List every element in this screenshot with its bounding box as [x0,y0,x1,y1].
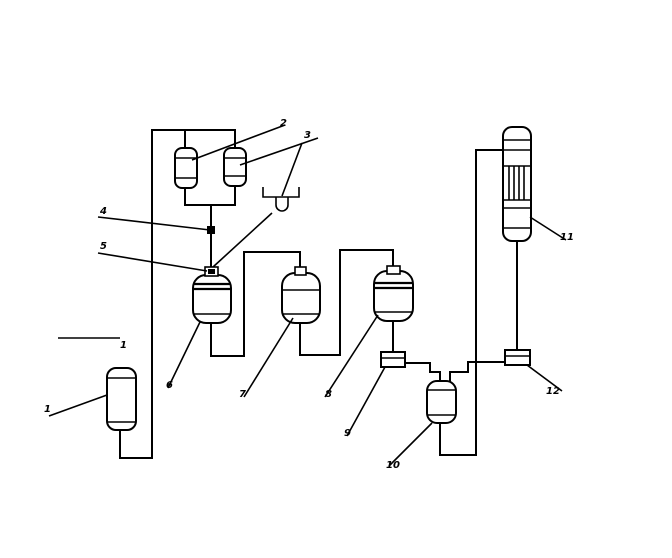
leader-1 [48,394,108,417]
leader-11 [529,216,567,241]
label-7: 7 [239,389,246,400]
label-5: 5 [100,241,107,252]
leader-funnel [281,142,303,197]
label-4: 4 [99,206,107,217]
pipe-10-to-11 [439,149,504,456]
leader-4 [97,216,211,231]
leader-7 [243,317,294,398]
pipe-tank-3-down [210,184,236,206]
column-11 [502,126,532,242]
label-6: 6 [166,380,173,391]
leader-3 [239,137,319,166]
piping [119,129,518,459]
pipe-tank-2-down [184,187,212,206]
label-2: 2 [280,118,287,129]
leader-5b [212,212,273,268]
leader-6 [167,321,201,389]
leader-12 [526,364,563,392]
valve-4 [207,226,215,234]
label-1: 1 [44,404,51,415]
tank-3 [223,147,247,187]
label-9: 9 [344,428,351,439]
leader-8 [324,314,379,398]
feed-funnel [262,187,300,212]
leader-2 [191,124,286,161]
label-8: 8 [325,389,332,400]
filter-9 [380,351,406,368]
label-1-top: 1 [120,340,127,351]
label-11: 11 [560,232,574,243]
vessel-10 [426,380,457,424]
pipe-12-to-10 [449,361,506,385]
leader-lines [48,124,567,467]
labels: 1 1 2 3 4 5 6 7 8 9 10 11 12 [44,118,574,471]
leader-9 [346,366,386,437]
leader-5 [97,252,208,272]
reactor-7 [281,266,321,324]
reactor-6 [192,266,232,324]
reactor-8 [373,265,414,322]
pipe-1-to-top-manifold [119,129,236,459]
pipe-9-to-10 [404,362,441,385]
pipe-7-to-8 [299,249,394,356]
leader-10 [388,422,433,467]
pipe-6-to-7 [210,251,301,357]
label-3: 3 [304,130,311,141]
label-10: 10 [386,460,400,471]
filter-12 [504,349,531,366]
tank-2 [174,147,198,189]
vessel-1 [106,367,137,431]
label-12: 12 [546,386,560,397]
